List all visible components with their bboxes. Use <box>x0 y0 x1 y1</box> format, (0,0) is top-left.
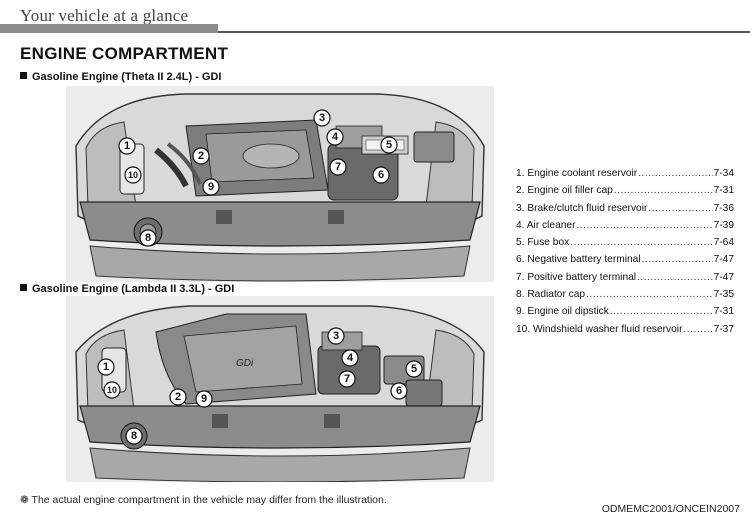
callout-6: 6 <box>372 166 390 184</box>
callout-9: 9 <box>202 178 220 196</box>
engine-2-illustration: GDi 1 2 3 4 5 6 7 8 9 10 <box>66 296 494 482</box>
engine-2-label: Gasoline Engine (Lambda II 3.3L) - GDI <box>32 283 235 295</box>
svg-text:1: 1 <box>124 140 130 152</box>
svg-text:2: 2 <box>175 391 181 403</box>
bullet-square-icon <box>20 72 27 79</box>
svg-text:4: 4 <box>332 131 339 143</box>
svg-text:8: 8 <box>145 232 151 244</box>
callout-3: 3 <box>313 109 331 127</box>
engine-2-heading: Gasoline Engine (Lambda II 3.3L) - GDI <box>20 283 234 295</box>
component-legend: 1. Engine coolant reservoir7-34 2. Engin… <box>516 168 734 341</box>
svg-text:8: 8 <box>131 430 137 442</box>
legend-item: 10. Windshield washer fluid reservoir7-3… <box>516 324 734 341</box>
svg-text:5: 5 <box>386 139 392 151</box>
svg-text:9: 9 <box>201 393 207 405</box>
callout-2: 2 <box>192 147 210 165</box>
callout-3: 3 <box>327 327 345 345</box>
legend-item: 1. Engine coolant reservoir7-34 <box>516 168 734 185</box>
header-rule <box>218 31 750 33</box>
callout-7: 7 <box>329 158 347 176</box>
svg-text:6: 6 <box>396 385 402 397</box>
running-header: Your vehicle at a glance <box>20 6 189 25</box>
callout-7: 7 <box>338 370 356 388</box>
callout-8: 8 <box>139 229 157 247</box>
svg-text:7: 7 <box>344 373 350 385</box>
footnote: ❁ The actual engine compartment in the v… <box>20 494 387 506</box>
legend-item: 2. Engine oil filler cap7-31 <box>516 185 734 202</box>
callout-6: 6 <box>390 382 408 400</box>
legend-item: 7. Positive battery terminal7-47 <box>516 272 734 289</box>
engine-1-heading: Gasoline Engine (Theta II 2.4L) - GDI <box>20 71 221 83</box>
svg-text:4: 4 <box>347 352 354 364</box>
svg-text:6: 6 <box>378 169 384 181</box>
callout-8: 8 <box>125 427 143 445</box>
legend-item: 3. Brake/clutch fluid reservoir7-36 <box>516 203 734 220</box>
callout-10: 10 <box>103 381 121 399</box>
document-code: ODMEMC2001/ONCEIN2007 <box>601 503 740 515</box>
section-title: ENGINE COMPARTMENT <box>20 44 229 63</box>
header-tab-bar <box>0 24 218 33</box>
callout-4: 4 <box>341 349 359 367</box>
legend-item: 8. Radiator cap7-35 <box>516 289 734 306</box>
svg-text:2: 2 <box>198 150 204 162</box>
legend-item: 9. Engine oil dipstick7-31 <box>516 306 734 323</box>
svg-text:3: 3 <box>333 330 339 342</box>
engine-1-illustration: 1 2 3 4 5 6 7 8 9 10 <box>66 86 494 282</box>
callout-5: 5 <box>380 136 398 154</box>
engine-1-label: Gasoline Engine (Theta II 2.4L) - GDI <box>32 71 222 83</box>
callout-4: 4 <box>326 128 344 146</box>
engine-cover-text: GDi <box>236 358 254 369</box>
svg-text:1: 1 <box>103 361 109 373</box>
svg-text:3: 3 <box>319 112 325 124</box>
legend-item: 5. Fuse box7-64 <box>516 237 734 254</box>
callout-9: 9 <box>195 390 213 408</box>
bullet-square-icon <box>20 284 27 291</box>
svg-text:10: 10 <box>107 385 117 395</box>
callout-1: 1 <box>97 358 115 376</box>
legend-item: 6. Negative battery terminal7-47 <box>516 254 734 271</box>
svg-text:9: 9 <box>208 181 214 193</box>
svg-text:5: 5 <box>411 363 417 375</box>
legend-item: 4. Air cleaner7-39 <box>516 220 734 237</box>
callout-10: 10 <box>124 166 142 184</box>
callout-2: 2 <box>169 388 187 406</box>
callout-5: 5 <box>405 360 423 378</box>
svg-text:7: 7 <box>335 161 341 173</box>
callout-1: 1 <box>118 137 136 155</box>
svg-text:10: 10 <box>128 170 138 180</box>
